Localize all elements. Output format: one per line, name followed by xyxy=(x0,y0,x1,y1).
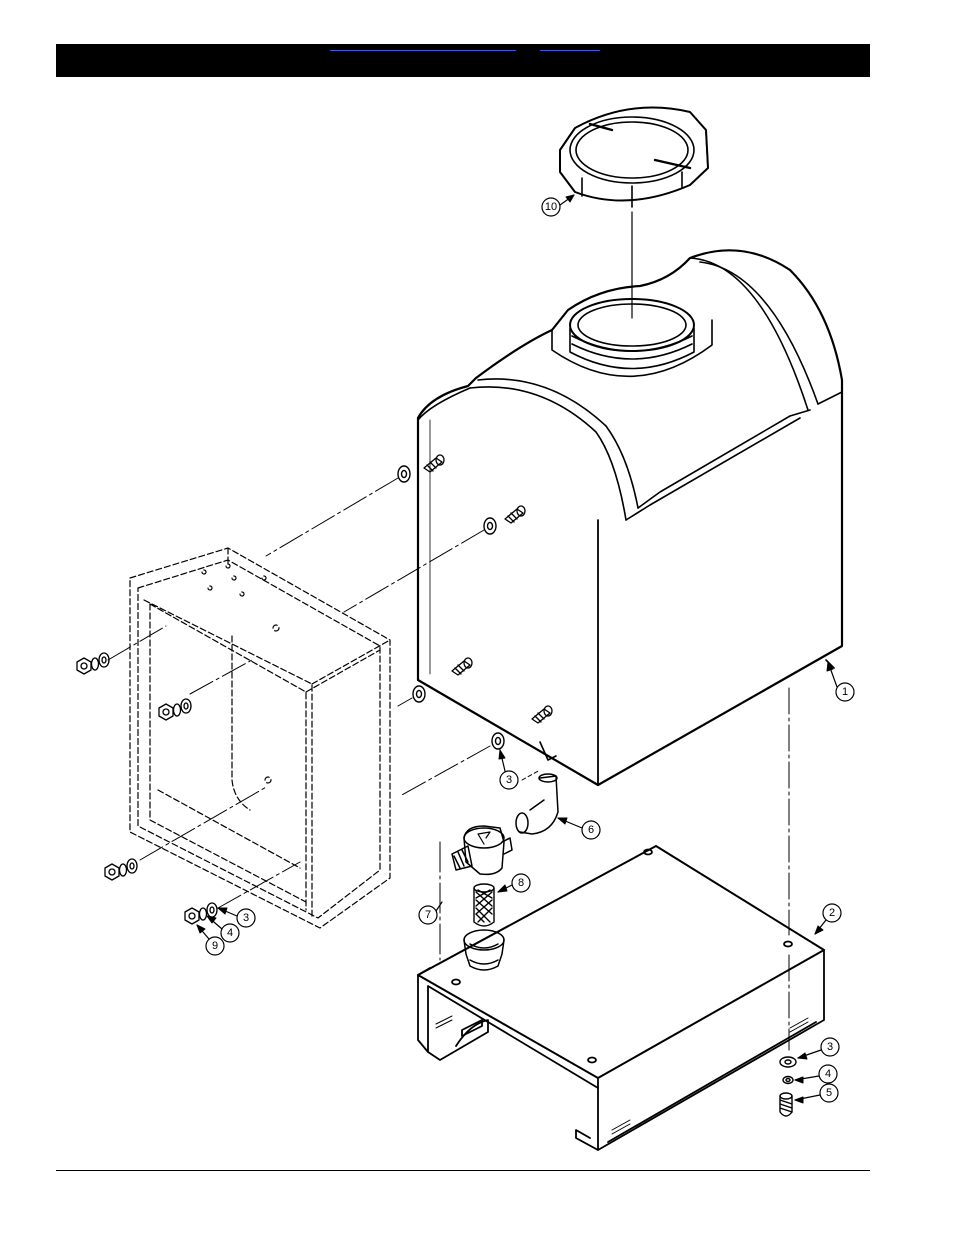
strainer-housing xyxy=(440,826,512,960)
elbow-fitting xyxy=(516,770,558,834)
callout-8: 8 xyxy=(498,874,530,892)
callout-label-4-left: 4 xyxy=(227,927,233,939)
tank-washers xyxy=(398,466,504,749)
center-lines xyxy=(108,478,789,1050)
footer-rule xyxy=(56,1170,870,1171)
base-hardware xyxy=(780,1057,796,1116)
tank-studs xyxy=(424,455,552,723)
hardware-nut-washer-stacks xyxy=(77,653,217,924)
callout-label-1: 1 xyxy=(842,686,848,698)
callout-label-10: 10 xyxy=(545,201,557,213)
callout-7: 7 xyxy=(419,902,442,924)
tank-body xyxy=(418,250,842,785)
callout-9: 9 xyxy=(197,925,224,955)
callout-label-7: 7 xyxy=(425,909,431,921)
callout-label-9: 9 xyxy=(212,940,218,952)
callout-2: 2 xyxy=(815,904,841,934)
callout-label-3-left: 3 xyxy=(243,912,249,924)
callout-label-5: 5 xyxy=(826,1087,832,1099)
callout-1: 1 xyxy=(827,662,854,701)
callout-label-3-right: 3 xyxy=(827,1041,833,1053)
callout-label-2: 2 xyxy=(829,907,835,919)
callout-5: 5 xyxy=(795,1084,838,1103)
callouts: 10 1 2 3 6 8 xyxy=(197,195,854,1103)
callout-label-3-tank: 3 xyxy=(506,774,512,786)
callout-3-right: 3 xyxy=(798,1038,839,1059)
callout-3-left: 3 xyxy=(218,908,255,927)
callout-label-8: 8 xyxy=(518,877,524,889)
callout-4-right: 4 xyxy=(795,1065,837,1083)
strainer-bowl xyxy=(464,930,504,970)
callout-3-tank: 3 xyxy=(499,750,518,789)
callout-label-4-right: 4 xyxy=(825,1068,831,1080)
callout-label-6: 6 xyxy=(588,824,594,836)
callout-10: 10 xyxy=(542,195,574,216)
callout-6: 6 xyxy=(558,818,600,839)
strainer-screen xyxy=(474,884,494,926)
mounting-bracket-frame xyxy=(130,548,390,928)
